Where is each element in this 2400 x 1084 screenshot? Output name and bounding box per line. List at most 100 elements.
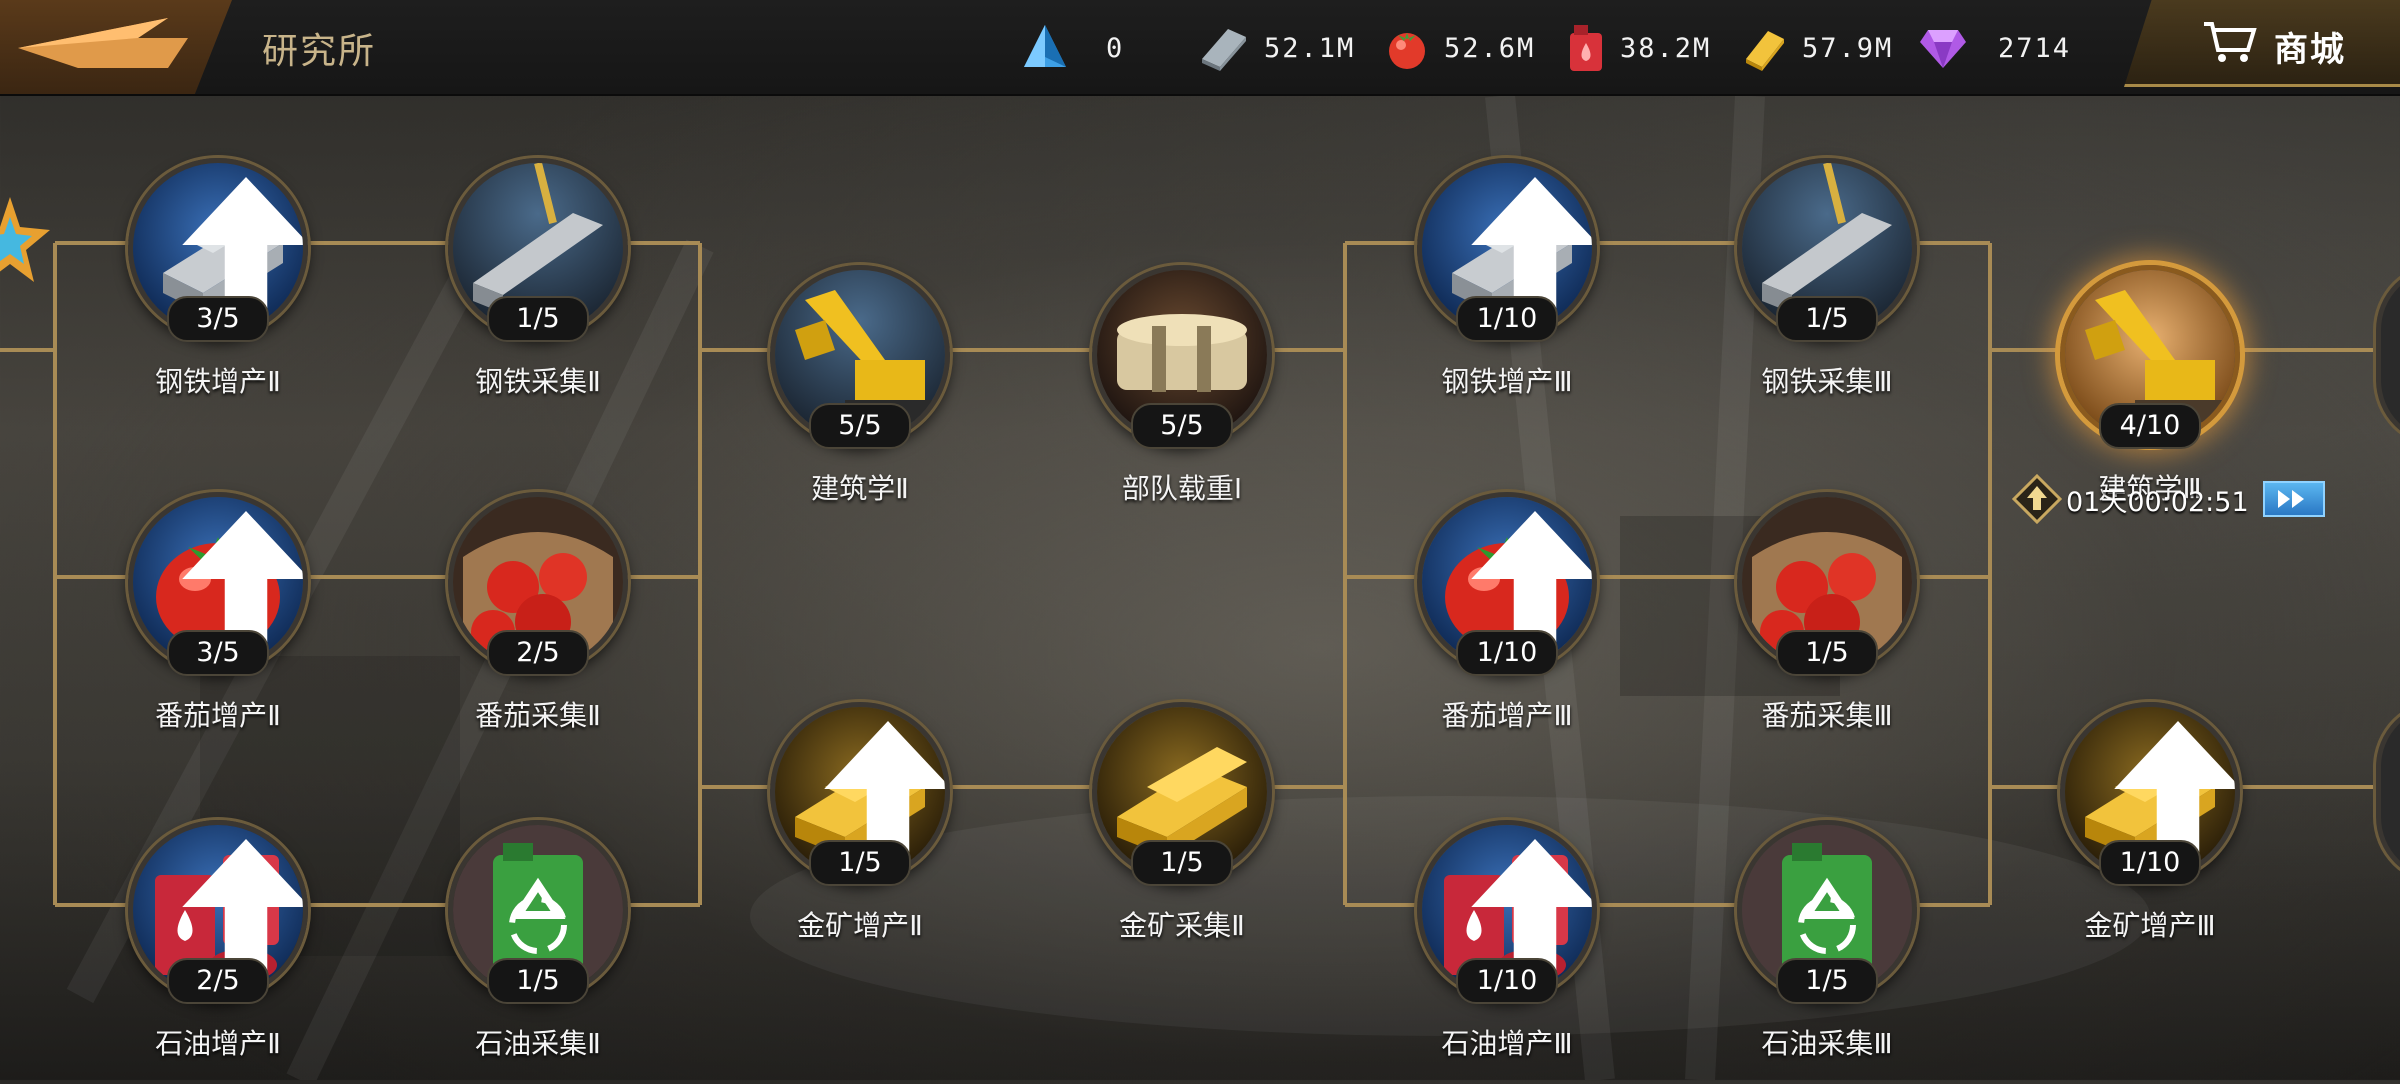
node-level: 1/10 [1456,958,1558,1004]
tech-node-gold-gather-2[interactable]: 1/5 金矿采集Ⅱ [1067,702,1297,944]
tech-node-architecture-3[interactable]: 4/10 建筑学Ⅲ [2035,265,2265,507]
node-level: 1/10 [1456,296,1558,342]
tech-node-steel-boost-2[interactable]: 3/5 钢铁增产Ⅱ [103,158,333,400]
node-label: 建筑学Ⅱ [811,472,909,505]
node-level: 1/5 [1131,840,1233,886]
boost-up-arrow-icon [182,511,303,667]
resource-oil-value: 38.2M [1620,32,1712,64]
node-level: 1/5 [487,958,589,1004]
page-title: 研究所 [262,31,377,72]
cargo-icon [1097,270,1267,440]
node-label: 石油增产Ⅱ [155,1027,281,1060]
tech-node-troop-load-1[interactable]: 5/5 部队载重Ⅰ [1067,265,1297,507]
node-label: 钢铁采集Ⅲ [1761,365,1893,398]
boost-up-arrow-icon [1471,177,1592,333]
boost-up-arrow-icon [1471,511,1592,667]
node-level: 3/5 [167,296,269,342]
node-label: 番茄增产Ⅱ [155,699,281,732]
node-label: 钢铁采集Ⅱ [475,365,601,398]
research-timer-text: 01天00:02:51 [2066,486,2249,518]
top-bar: 研究所 0 52.1M 52.6M 38.2M [0,0,2400,96]
boost-up-arrow-icon [824,721,945,877]
resource-oil[interactable]: 38.2M [1566,20,1711,76]
tech-node-tomato-gather-3[interactable]: 1/5 番茄采集Ⅲ [1712,492,1942,734]
back-arrow-icon [18,18,188,68]
recycle-can-icon [453,825,623,995]
node-level: 2/5 [167,958,269,1004]
node-label: 建筑学Ⅲ [2098,472,2202,505]
pyramid-crystal-icon [1024,25,1066,67]
node-label: 部队载重Ⅰ [1121,472,1243,505]
excavator-icon [2065,270,2235,440]
boost-up-arrow-icon [1471,839,1592,995]
upgrade-in-progress-icon [2012,474,2062,524]
side-star-icon[interactable] [0,192,50,292]
shop-label: 商城 [2274,30,2346,70]
node-label: 钢铁增产Ⅲ [1441,365,1573,398]
node-level: 1/5 [1776,630,1878,676]
node-label: 石油增产Ⅲ [1441,1027,1573,1060]
tech-node-architecture-2[interactable]: 5/5 建筑学Ⅱ [745,265,975,507]
node-level: 1/5 [809,840,911,886]
recycle-can-icon [1742,825,1912,995]
diamond-icon [1920,30,1966,68]
resource-steel-value: 52.1M [1264,32,1356,64]
tech-node-oil-boost-2[interactable]: 2/5 石油增产Ⅱ [103,820,333,1062]
resource-diamond[interactable]: 2714 [1918,20,2071,76]
node-level: 1/10 [2099,840,2201,886]
tech-node-steel-gather-2[interactable]: 1/5 钢铁采集Ⅱ [423,158,653,400]
speed-up-button[interactable] [2262,481,2325,517]
tech-node-tomato-boost-3[interactable]: 1/10 番茄增产Ⅲ [1392,492,1622,734]
back-button[interactable] [0,0,232,94]
resource-gold-value: 57.9M [1802,32,1894,64]
resource-steel[interactable]: 52.1M [1198,20,1355,76]
node-level: 1/5 [1776,296,1878,342]
research-timer: 01天00:02:51 [2012,474,2325,524]
resource-crystal-value: 0 [1106,32,1125,64]
resource-diamond-value: 2714 [1998,32,2072,64]
node-label: 番茄采集Ⅱ [475,699,601,732]
tech-node-gold-boost-2[interactable]: 1/5 金矿增产Ⅱ [745,702,975,944]
resource-crystal[interactable]: 0 [1020,20,1124,76]
node-level: 5/5 [1131,403,1233,449]
tech-node-steel-boost-3[interactable]: 1/10 钢铁增产Ⅲ [1392,158,1622,400]
steel-beam-icon [1422,163,1592,333]
node-label: 石油采集Ⅲ [1761,1027,1893,1060]
shopping-cart-icon [2204,22,2257,62]
node-label: 番茄采集Ⅲ [1761,699,1893,732]
boost-up-arrow-icon [182,177,303,333]
node-level: 5/5 [809,403,911,449]
node-level: 1/5 [1776,958,1878,1004]
node-label: 番茄增产Ⅲ [1441,699,1573,732]
next-node-partial-bottom[interactable] [2376,702,2400,882]
tech-node-tomato-boost-2[interactable]: 3/5 番茄增产Ⅱ [103,492,333,734]
steel-bar-icon [1202,29,1246,71]
tomato-icon [1389,33,1425,69]
shop-button[interactable]: 商城 [2124,0,2400,87]
tech-node-oil-gather-2[interactable]: 1/5 石油采集Ⅱ [423,820,653,1062]
fast-forward-icon [2277,490,2304,508]
node-label: 金矿增产Ⅱ [797,909,923,942]
node-label: 金矿增产Ⅲ [2084,909,2216,942]
resource-gold[interactable]: 57.9M [1742,20,1893,76]
tech-node-tomato-gather-2[interactable]: 2/5 番茄采集Ⅱ [423,492,653,734]
tech-node-gold-boost-3[interactable]: 1/10 金矿增产Ⅲ [2035,702,2265,944]
node-level: 1/5 [487,296,589,342]
node-level: 4/10 [2099,403,2201,449]
node-label: 石油采集Ⅱ [475,1027,601,1060]
node-level: 3/5 [167,630,269,676]
node-label: 金矿采集Ⅱ [1119,909,1245,942]
node-level: 2/5 [487,630,589,676]
tech-node-oil-gather-3[interactable]: 1/5 石油采集Ⅲ [1712,820,1942,1062]
tech-node-oil-boost-3[interactable]: 1/10 石油增产Ⅲ [1392,820,1622,1062]
resource-tomato[interactable]: 52.6M [1384,20,1535,76]
resource-tomato-value: 52.6M [1444,32,1536,64]
gold-bar-icon [1746,31,1784,71]
tech-node-steel-gather-3[interactable]: 1/5 钢铁采集Ⅲ [1712,158,1942,400]
oil-can-icon [1570,25,1602,71]
node-level: 1/10 [1456,630,1558,676]
boost-up-arrow-icon [2114,721,2235,877]
node-label: 钢铁增产Ⅱ [155,365,281,398]
next-node-partial-top[interactable] [2376,265,2400,445]
boost-up-arrow-icon [182,839,303,995]
